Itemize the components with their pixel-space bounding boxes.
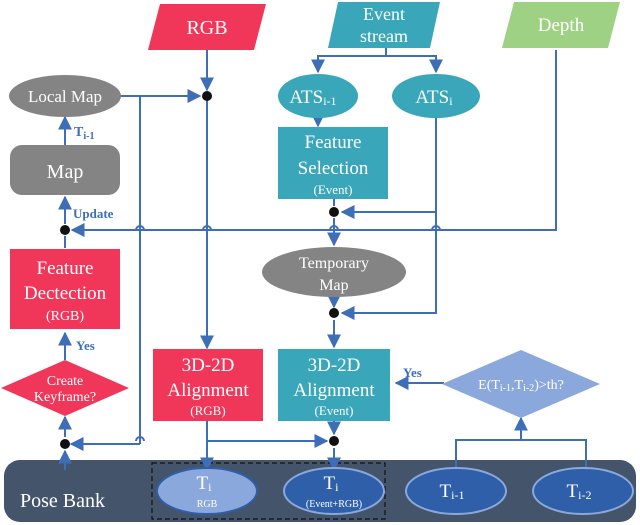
junction-dot-selection — [329, 207, 339, 217]
edge-atsi-junction2 — [340, 212, 437, 320]
edge-label-t-prev: Ti-1 — [74, 125, 94, 142]
depth-label: Depth — [538, 15, 585, 36]
edge-event-split-right — [386, 55, 443, 74]
junction-dot-tempmap — [329, 308, 339, 318]
pose-t-rgb-label: Ti — [197, 473, 213, 494]
feature-selection-node — [278, 127, 388, 199]
edge-label-yes-right: Yes — [403, 365, 422, 380]
pose-t-event-rgb — [283, 467, 385, 515]
feature-selection-line2: Selection — [298, 158, 369, 179]
feature-detection-line3: (RGB) — [46, 309, 84, 324]
temporary-map-line2: Map — [319, 277, 348, 294]
energy-check-node — [442, 350, 600, 418]
energy-check-label: E(Ti-1,Ti-2)>th? — [478, 378, 564, 394]
map-label: Map — [47, 161, 84, 183]
align-rgb-node — [153, 349, 263, 421]
align-rgb-line3: (RGB) — [190, 403, 225, 418]
feature-detection-node — [10, 249, 120, 329]
align-event-line1: 3D-2D — [308, 355, 361, 376]
feature-selection-line1: Feature — [305, 132, 362, 153]
rgb-input — [148, 4, 266, 50]
temporary-map-node — [262, 247, 406, 297]
pose-t-prev2-label: Ti-2 — [567, 481, 592, 502]
ats-curr-node — [392, 74, 480, 118]
bridge-1 — [135, 225, 145, 231]
bridge-2 — [202, 225, 212, 231]
local-map-label: Local Map — [28, 87, 102, 106]
junction-dot-keyframe — [60, 439, 70, 449]
bridge-4 — [431, 225, 441, 231]
align-event-node — [278, 349, 390, 421]
edge-label-update: Update — [73, 206, 114, 221]
rgb-label: RGB — [186, 17, 227, 39]
event-stream-line1: Event — [363, 4, 405, 24]
ats-curr-label: ATSi — [415, 87, 453, 108]
feature-detection-line2: Dectection — [24, 283, 107, 304]
junction-dot-align — [329, 436, 339, 446]
pose-t-prev2 — [532, 467, 634, 515]
pose-t-rgb — [156, 467, 258, 515]
pose-t-rgb-caption: RGB — [197, 499, 218, 510]
create-keyframe-line1: Create — [47, 374, 84, 389]
align-rgb-line2: Alignment — [167, 380, 249, 401]
pose-t-event-rgb-label: Ti — [324, 473, 340, 494]
create-keyframe-node — [1, 360, 129, 416]
temporary-map-line1: Temporary — [299, 255, 369, 272]
event-stream-input — [328, 2, 440, 48]
depth-input — [502, 2, 620, 48]
bridge-5 — [135, 436, 145, 442]
feature-selection-line3: (Event) — [314, 182, 353, 197]
bridge-3 — [329, 225, 339, 231]
ats-prev-node — [278, 74, 358, 118]
pose-t-event-rgb-caption: (Event+RGB) — [306, 499, 362, 510]
edge-event-split — [311, 48, 387, 74]
edge-depth-line — [70, 50, 557, 237]
align-event-line3: (Event) — [315, 403, 354, 418]
map-node — [10, 145, 120, 195]
pose-t-prev — [405, 467, 507, 515]
pose-t-prev-label: Ti-1 — [440, 481, 465, 502]
junction-dot-update — [60, 225, 70, 235]
pose-bank-label: Pose Bank — [20, 490, 105, 512]
ats-prev-label: ATSi-1 — [289, 87, 336, 108]
local-map-node — [9, 75, 121, 117]
align-rgb-line1: 3D-2D — [182, 355, 235, 376]
create-keyframe-line2: Keyframe? — [34, 390, 96, 405]
feature-detection-line1: Feature — [37, 258, 94, 279]
junction-dot-rgb — [202, 91, 212, 101]
event-stream-line2: stream — [360, 26, 408, 46]
align-event-line2: Alignment — [293, 380, 375, 401]
edge-label-yes-left: Yes — [76, 338, 95, 353]
